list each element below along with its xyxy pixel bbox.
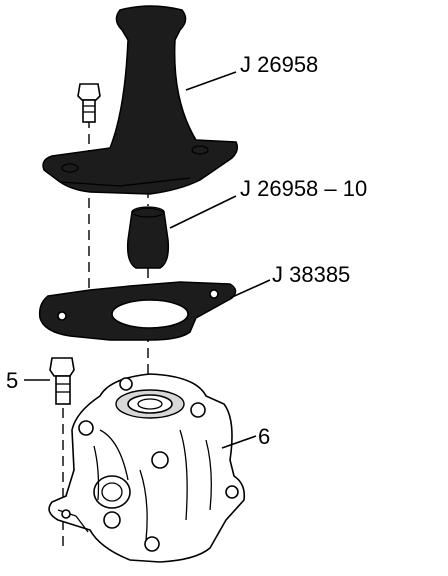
bolt-top xyxy=(77,83,101,123)
holding-plate-j38385 xyxy=(38,281,237,341)
adapter-j26958-10 xyxy=(126,206,170,269)
callout-holding-plate: J 38385 xyxy=(272,262,350,287)
installer-tool-j26958 xyxy=(42,5,239,195)
bolt-5 xyxy=(49,357,75,405)
callout-bolt: 5 xyxy=(6,368,18,393)
housing-6 xyxy=(48,373,246,563)
callout-adapter: J 26958 – 10 xyxy=(240,176,367,201)
callout-housing: 6 xyxy=(258,424,270,449)
callout-installer: J 26958 xyxy=(240,52,318,77)
callout-leaders xyxy=(24,71,271,449)
